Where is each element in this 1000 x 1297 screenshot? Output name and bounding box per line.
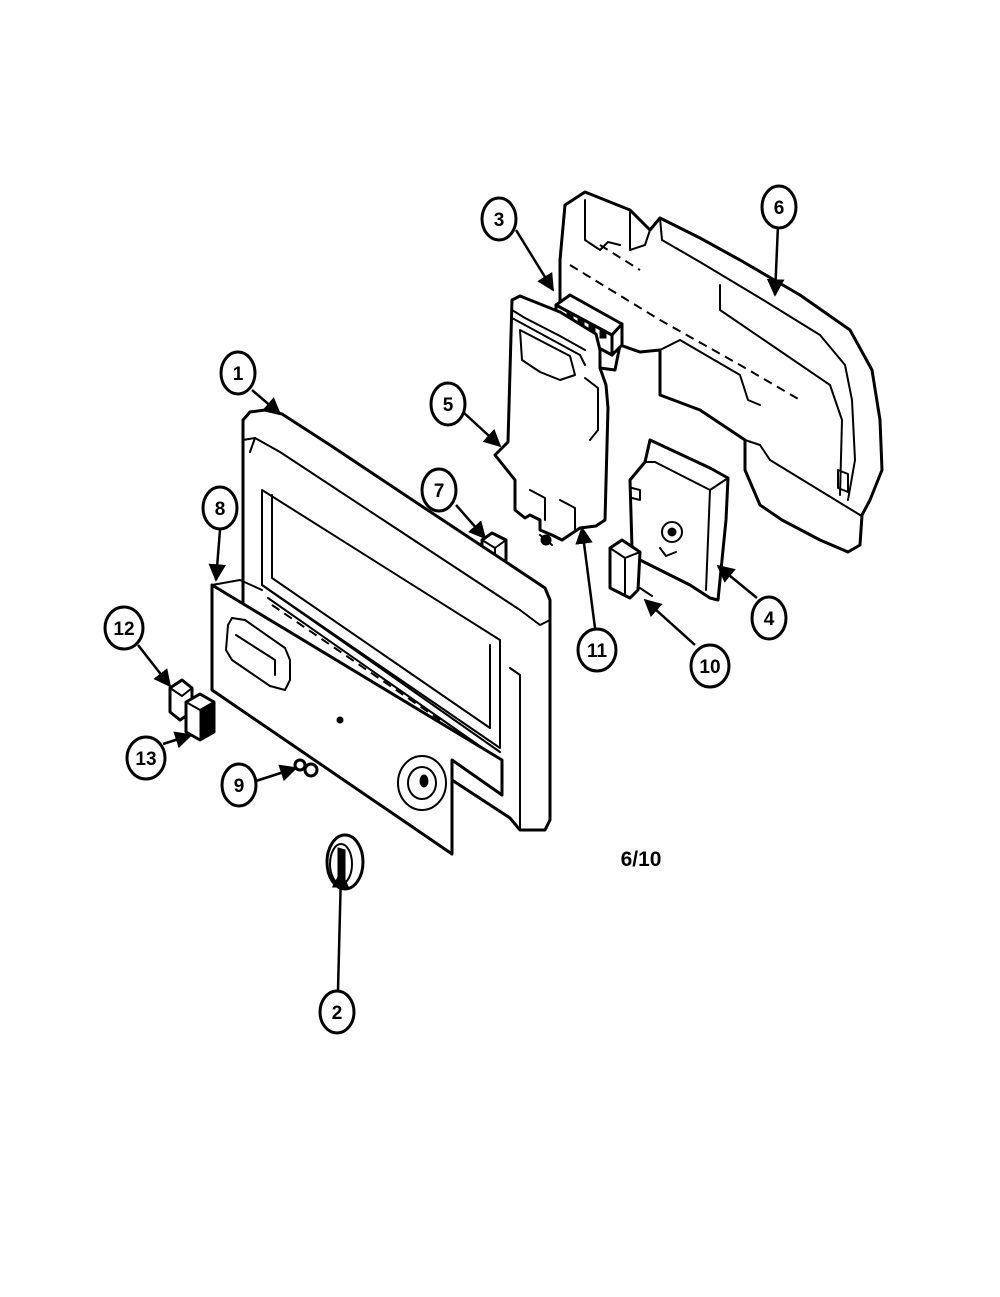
callout-11-label: 11	[587, 641, 608, 662]
callout-6-label: 6	[774, 198, 785, 219]
callout-8-label: 8	[215, 499, 226, 520]
leader-7	[455, 504, 487, 540]
callout-10-label: 10	[699, 657, 720, 678]
leader-11	[575, 526, 597, 629]
leader-8	[208, 529, 226, 582]
leader-13	[162, 731, 193, 749]
part-13-button	[184, 692, 216, 742]
callout-10: 10	[689, 643, 731, 689]
leader-6	[766, 224, 785, 297]
callout-5: 5	[429, 381, 467, 427]
part-10-switch	[608, 538, 653, 600]
part-2-knob	[325, 833, 365, 891]
callout-12: 12	[103, 605, 145, 651]
leader-5	[462, 411, 502, 448]
callout-1-label: 1	[233, 364, 244, 385]
callout-4: 4	[750, 595, 788, 641]
callout-1: 1	[219, 350, 257, 396]
callout-2-label: 2	[332, 1003, 343, 1024]
leader-10	[643, 598, 696, 646]
part-9-screw	[293, 758, 319, 778]
callout-11: 11	[576, 627, 618, 673]
leader-9	[255, 764, 298, 783]
callout-12-label: 12	[113, 619, 134, 640]
callout-4-label: 4	[764, 609, 775, 630]
callout-9: 9	[220, 762, 258, 808]
callout-9-label: 9	[234, 776, 245, 797]
callout-8: 8	[201, 485, 239, 531]
callout-3-label: 3	[494, 210, 505, 231]
callout-13: 13	[125, 735, 167, 781]
part-8-control-panel	[210, 579, 504, 856]
callout-7: 7	[420, 467, 458, 513]
callout-2: 2	[318, 989, 356, 1035]
part-5-bracket	[493, 294, 610, 546]
callout-3: 3	[480, 196, 518, 242]
part-4-timer	[628, 438, 730, 602]
callout-5-label: 5	[443, 395, 454, 416]
leader-1	[251, 389, 282, 416]
leader-2	[331, 870, 350, 991]
leader-4	[716, 564, 758, 599]
leader-3	[514, 229, 555, 292]
part-6-rear-housing	[558, 190, 884, 554]
page-label: 6/10	[621, 848, 662, 871]
callout-7-label: 7	[434, 481, 445, 502]
callout-13-label: 13	[135, 749, 156, 770]
callout-6: 6	[760, 184, 798, 230]
leader-lines	[137, 224, 785, 991]
leader-12	[137, 644, 172, 688]
